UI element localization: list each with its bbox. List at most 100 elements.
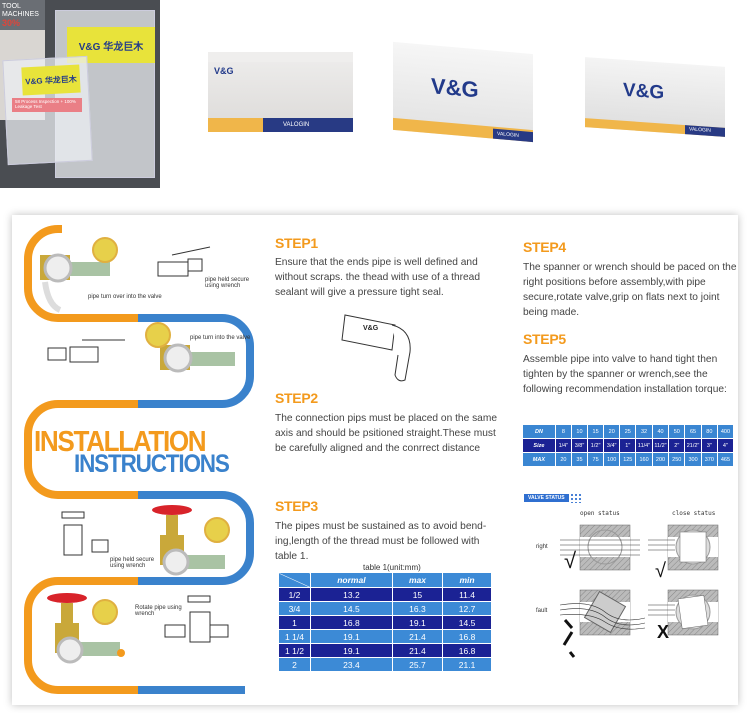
box-brand: V&G [214, 66, 234, 76]
ball-valve-drawing-1 [157, 246, 211, 277]
cell: 21.4 [391, 629, 444, 644]
cell: 8 [554, 424, 572, 439]
box-footer: VALOGIN [263, 118, 353, 132]
product-box-1: V&G VALOGIN [208, 52, 353, 132]
gate-valve-drawing-1 [61, 511, 109, 556]
cell: 16.8 [310, 615, 393, 630]
step3-text: The pipes must be sustained as to avoid … [275, 521, 487, 562]
cell: 1/2 [278, 587, 311, 602]
cell: 1/4" [554, 438, 572, 453]
cell: 19.1 [391, 615, 444, 630]
cell: 50 [668, 424, 686, 439]
cell: 160 [635, 452, 653, 467]
row-label: DN [522, 424, 556, 439]
packaging-bags-photo: TOOL MACHINES 30% V&G 华龙巨木 V&G 华龙巨木 58 P… [0, 0, 160, 188]
cell: 21.4 [391, 643, 444, 658]
cell: 19.1 [310, 643, 393, 658]
close-right-diagram [648, 524, 719, 571]
ball-valve-drawing-2 [47, 339, 125, 363]
cell: 40 [651, 424, 670, 439]
cell: 10 [570, 424, 589, 439]
cell: 25 [619, 424, 637, 439]
thread-table-caption: table 1(unit:mm) [363, 563, 421, 572]
caption-pipe-held-2: pipe held secure using wrench [110, 557, 155, 569]
cell: 14.5 [442, 615, 492, 630]
gate-valve-drawing-2 [164, 595, 229, 643]
cell: 20 [603, 424, 621, 439]
step1-heading: STEP1 [275, 235, 318, 251]
cell: 1 1/2 [278, 643, 311, 658]
cell: 19.1 [310, 629, 393, 644]
step2-text: The connection pips must be placed on th… [275, 413, 497, 454]
cell: 14.5 [310, 601, 393, 616]
right-row-label: right [536, 544, 548, 550]
right-check-icon-close: √ [655, 560, 666, 582]
cell: 400 [716, 424, 735, 439]
fault-row-label: fault [536, 608, 548, 614]
caption-pipe-turn-into: pipe turn into the valve [190, 335, 251, 341]
row-label: Size [522, 438, 556, 453]
caption-pipe-held-1: pipe held secure using wrench [205, 277, 250, 289]
open-right-diagram [560, 524, 640, 571]
valve-status-badge: VALVE STATUS [524, 494, 569, 502]
gate-valve-illustration-2 [47, 593, 125, 664]
cell: 13.2 [310, 587, 393, 602]
cell: 4" [716, 438, 735, 453]
header-min: min [442, 572, 492, 588]
caption-rotate-pipe: Rotate pipe using wrench [135, 605, 182, 617]
cell: 2" [668, 438, 686, 453]
cell: 200 [651, 452, 670, 467]
cell: 65 [684, 424, 702, 439]
cell: 300 [684, 452, 702, 467]
cell: 465 [716, 452, 735, 467]
cell: 1 [278, 615, 311, 630]
table-header-row: normal max min [278, 572, 492, 588]
cell: 11/2" [651, 438, 670, 453]
close-fault-diagram [648, 589, 719, 636]
step3-heading: STEP3 [275, 498, 318, 514]
caption-pipe-turn-over: pipe turn over into the valve [88, 294, 162, 300]
cell: 16.3 [391, 601, 444, 616]
cell: 25.7 [391, 657, 444, 672]
banner-line: TOOL [2, 3, 21, 10]
ball-valve-illustration-2 [145, 322, 235, 373]
pink-label: 58 Process Inspection + 100% Leakage Tes… [12, 98, 82, 112]
open-fault-diagram [560, 589, 646, 636]
cell: 1 1/4 [278, 629, 311, 644]
cell: 32 [635, 424, 653, 439]
pipe-brand: V&G [363, 325, 379, 332]
pipe-tape-illustration [341, 314, 411, 382]
title-installation: INSTALLATION [34, 426, 207, 458]
cell: 250 [668, 452, 686, 467]
step4-text: The spanner or wrench should be paced on… [523, 262, 737, 318]
close-status-label: close status [672, 510, 716, 517]
open-status-label: open status [580, 510, 620, 517]
banner-line: 30% [2, 18, 21, 28]
cell: 3" [700, 438, 718, 453]
cell: 3/4" [603, 438, 621, 453]
row-label: MAX [522, 452, 556, 467]
step2-heading: STEP2 [275, 390, 318, 406]
cell: 3/8" [570, 438, 589, 453]
header-diagonal [278, 572, 311, 588]
gate-valve-illustration-1 [152, 505, 230, 576]
cell: 15 [587, 424, 605, 439]
fault-x-icon: X [657, 622, 670, 642]
cell: 80 [700, 424, 718, 439]
cell: 35 [570, 452, 589, 467]
cell: 75 [587, 452, 605, 467]
cell: 21.1 [442, 657, 492, 672]
cell: 15 [391, 587, 444, 602]
cell: 370 [700, 452, 718, 467]
